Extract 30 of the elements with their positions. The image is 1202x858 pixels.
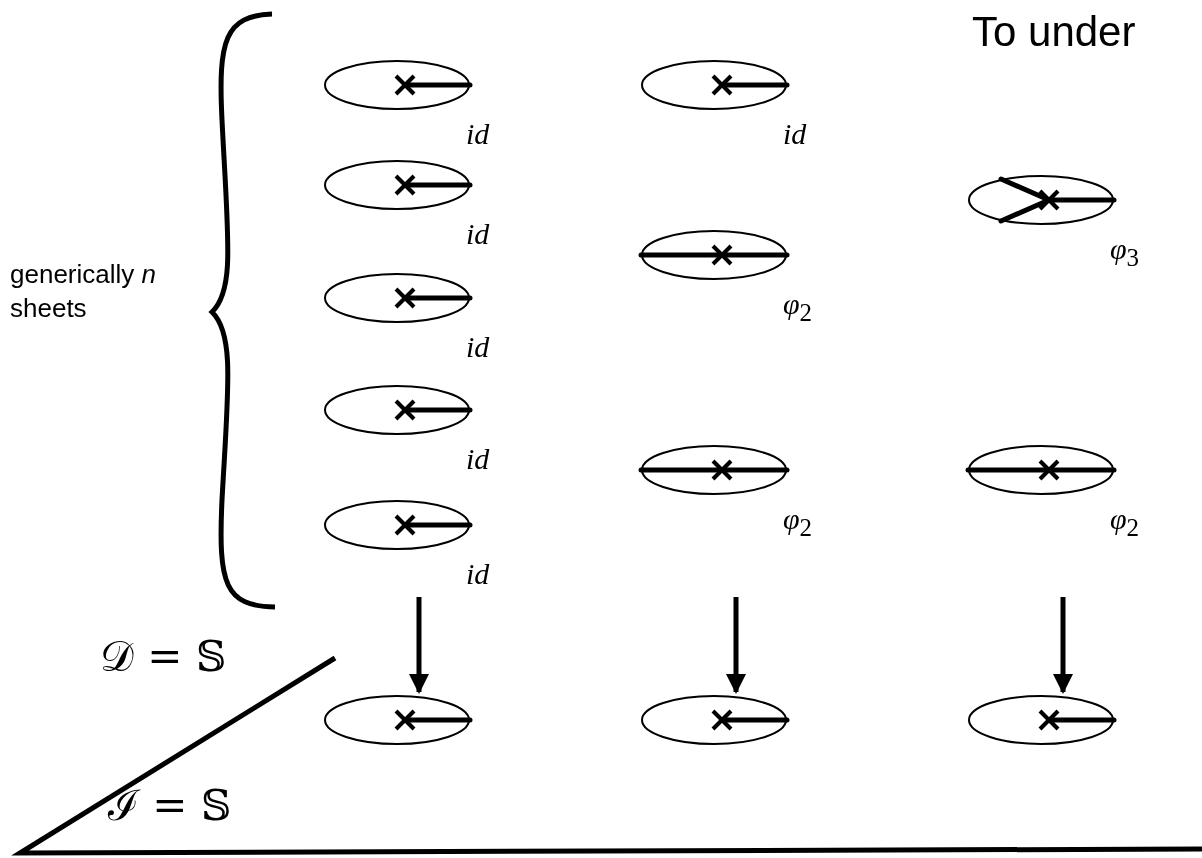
sheet-label: id [466,559,490,589]
sheet-ellipse-drawing [640,694,788,746]
sheet-ellipse-drawing [640,229,788,281]
sheet-label: φ$_{3}$ [1110,234,1140,270]
sheet-label: id [466,119,490,149]
sheet-label: id [466,219,490,249]
brace-label: generically n sheets [10,258,157,325]
sheet-ellipse-drawing [640,59,788,111]
sheet-ellipse-drawing [323,159,471,211]
sheet-ellipse-drawing [323,272,471,324]
sheet-ellipse-drawing [323,384,471,436]
sheet-ellipse-drawing [323,59,471,111]
math-label: ℐ = 𝕊 [108,780,232,832]
sheet-label: id [783,119,807,149]
sheet-ellipse-drawing [967,174,1115,226]
arrow [726,597,746,694]
math-label: 𝒟 = 𝕊 [100,632,227,681]
sheet-ellipse-drawing [323,499,471,551]
sheet-label: id [466,444,490,474]
sheet-label: id [466,332,490,362]
sheet-ellipse-drawing [323,694,471,746]
sheet-ellipse-drawing [640,444,788,496]
sheet-ellipse-drawing [967,694,1115,746]
heading-text: To under [972,8,1136,56]
sheet-label: φ$_{2}$ [783,289,813,325]
sheet-ellipse-drawing [967,444,1115,496]
sheet-label: φ$_{2}$ [1110,504,1140,540]
arrow [1053,597,1073,694]
sheet-label: φ$_{2}$ [783,504,813,540]
arrow [409,597,429,694]
